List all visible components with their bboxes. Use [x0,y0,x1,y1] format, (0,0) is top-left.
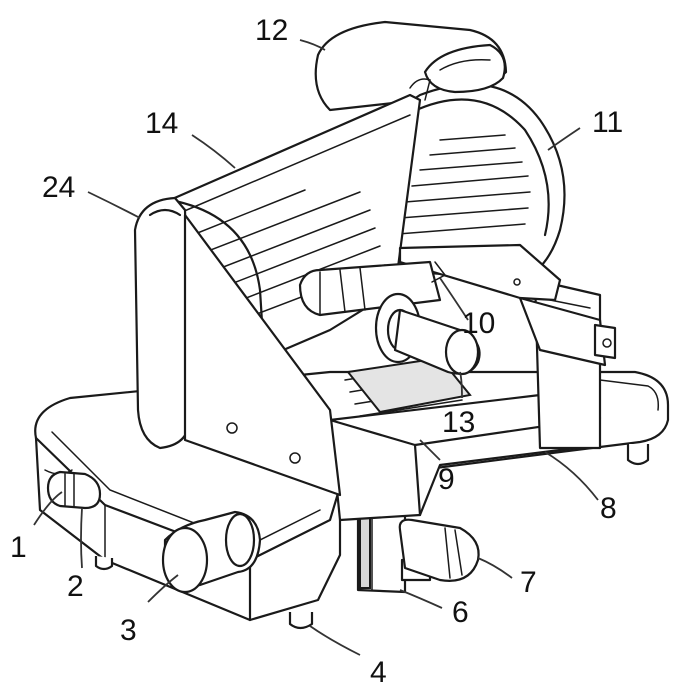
callout-11: 11 [592,106,623,139]
leader-lines [33,39,599,656]
front-hand-guard [133,196,342,497]
callout-7: 7 [520,566,537,599]
callout-9: 9 [438,463,455,496]
callout-labels: 1 2 3 4 6 7 8 9 10 11 12 13 14 24 [10,14,623,689]
leader-3 [147,574,179,603]
callout-3: 3 [120,614,137,647]
thickness-knob [398,518,480,582]
leader-1 [33,491,63,526]
leader-6 [399,589,443,609]
leader-12 [299,39,326,51]
callout-1: 1 [10,531,27,564]
leader-2 [80,507,83,569]
callout-2: 2 [67,570,84,603]
leader-24 [87,191,141,219]
power-switch [46,470,102,510]
callout-13: 13 [442,406,475,439]
carriage-arm [298,243,617,376]
leader-11 [547,127,581,151]
callout-6: 6 [452,596,469,629]
callout-24: 24 [42,171,75,204]
leader-10 [439,277,469,321]
callout-14: 14 [145,107,178,140]
callout-8: 8 [600,492,617,525]
callout-4: 4 [370,656,387,689]
leader-9 [419,439,441,461]
leader-8 [544,451,599,501]
leader-7 [477,557,513,579]
callout-10: 10 [462,307,495,340]
callout-12: 12 [255,14,288,47]
sharpener-cap [161,510,262,594]
leader-14 [191,134,236,169]
leader-13 [459,371,463,399]
leader-4 [309,625,361,656]
